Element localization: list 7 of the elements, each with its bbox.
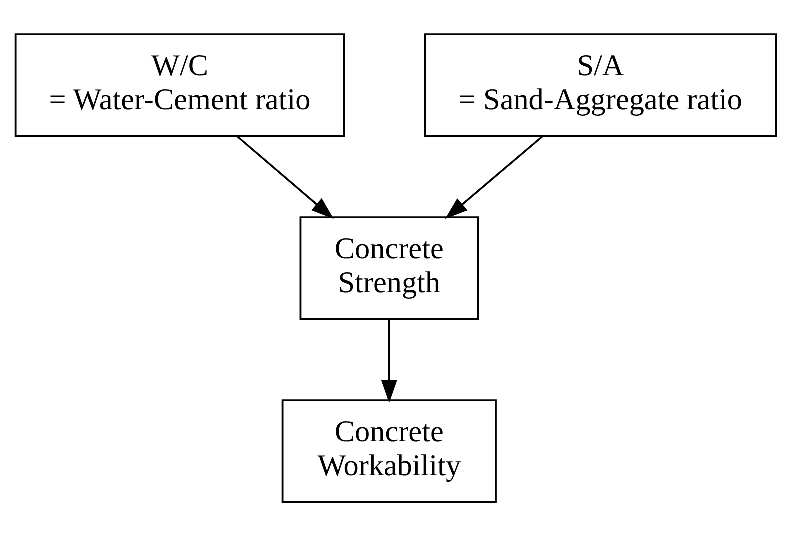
node-box: Concrete Workability: [282, 399, 497, 503]
arrow: [237, 136, 334, 219]
node-box: Concrete Strength: [300, 216, 480, 320]
node-box: W/C = Water-Cement ratio: [14, 33, 346, 137]
arrow: [445, 136, 544, 219]
node-box: S/A = Sand-Aggregate ratio: [424, 33, 778, 137]
arrow: [381, 319, 398, 403]
